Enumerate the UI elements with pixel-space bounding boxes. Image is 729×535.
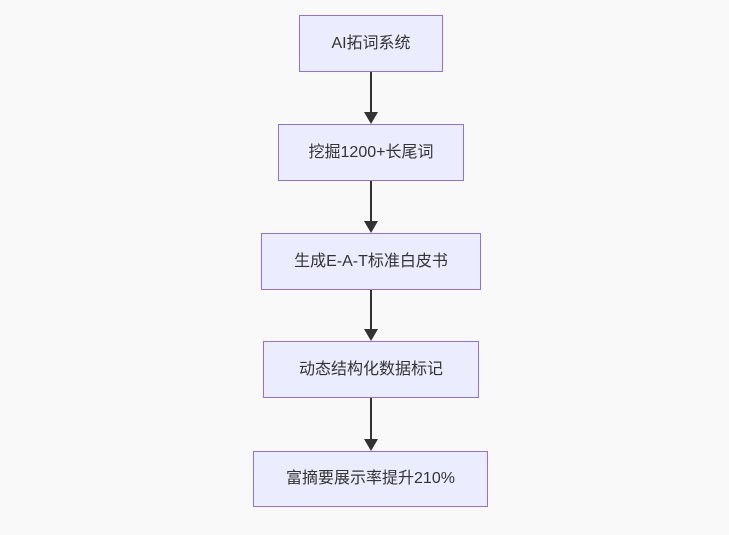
flow-node-structured-data-markup: 动态结构化数据标记 (263, 341, 479, 398)
flow-node-longtail-mining: 挖掘1200+长尾词 (278, 124, 464, 181)
flow-node-label: 挖掘1200+长尾词 (308, 143, 434, 161)
flow-edge-d-e (364, 398, 378, 451)
arrow-down-icon (364, 112, 378, 124)
edge-line (370, 181, 372, 221)
flow-node-label: 富摘要展示率提升210% (286, 470, 455, 488)
flow-node-label: 动态结构化数据标记 (298, 360, 443, 378)
flow-edge-c-d (364, 290, 378, 341)
flow-node-label: AI拓词系统 (331, 34, 411, 52)
flow-edge-b-c (364, 181, 378, 233)
flow-node-rich-snippet-result: 富摘要展示率提升210% (253, 451, 488, 507)
flow-node-eat-whitepaper: 生成E-A-T标准白皮书 (261, 233, 481, 290)
flow-node-label: 生成E-A-T标准白皮书 (294, 252, 448, 270)
edge-line (370, 290, 372, 329)
flow-node-ai-keyword-system: AI拓词系统 (299, 15, 443, 72)
edge-line (370, 398, 372, 439)
arrow-down-icon (364, 329, 378, 341)
arrow-down-icon (364, 439, 378, 451)
arrow-down-icon (364, 221, 378, 233)
edge-line (370, 72, 372, 112)
flow-edge-a-b (364, 72, 378, 124)
